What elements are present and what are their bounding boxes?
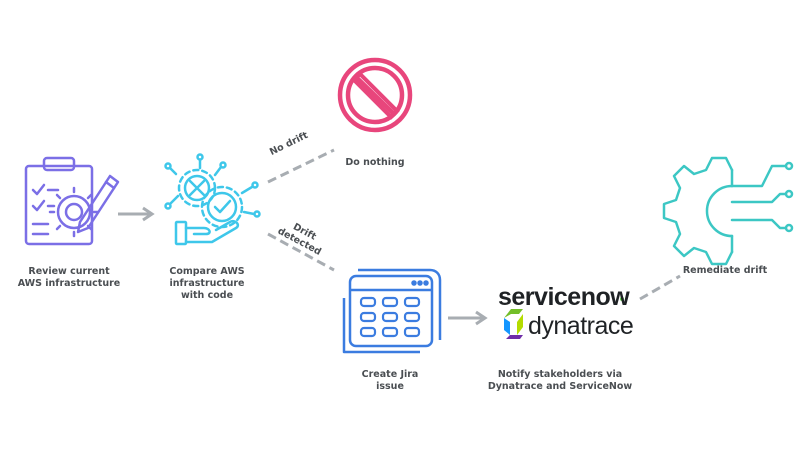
dashed-line-no-drift — [267, 148, 335, 184]
node-label-jira: Create Jira issue — [361, 369, 419, 392]
calendar-grid-icon — [342, 268, 442, 354]
servicenow-logo: servicenow — [498, 283, 630, 311]
clipboard-gear-icon — [24, 156, 120, 246]
node-label-do-nothing: Do nothing — [345, 157, 405, 168]
dynatrace-logo-mark — [504, 309, 523, 339]
node-label-notify: Notify stakeholders via Dynatrace and Se… — [487, 369, 633, 392]
servicenow-logo-dot — [620, 297, 624, 301]
hand-gears-check-icon — [164, 153, 261, 246]
node-label-compare: Compare AWS infrastructure with code — [169, 266, 245, 301]
dashed-line-drift — [267, 232, 335, 272]
arrowhead — [142, 206, 155, 222]
connectors — [118, 148, 681, 326]
gear-circuit-icon — [662, 156, 794, 266]
arrowhead — [475, 310, 488, 326]
prohibited-icon — [337, 57, 413, 133]
node-label-remediate: Remediate drift — [682, 265, 768, 276]
dashed-line-to-remediate — [639, 274, 681, 301]
prohibited-slash — [351, 71, 400, 120]
node-label-review: Review current AWS infrastructure — [17, 266, 121, 289]
dynatrace-logo: dynatrace — [528, 312, 634, 340]
